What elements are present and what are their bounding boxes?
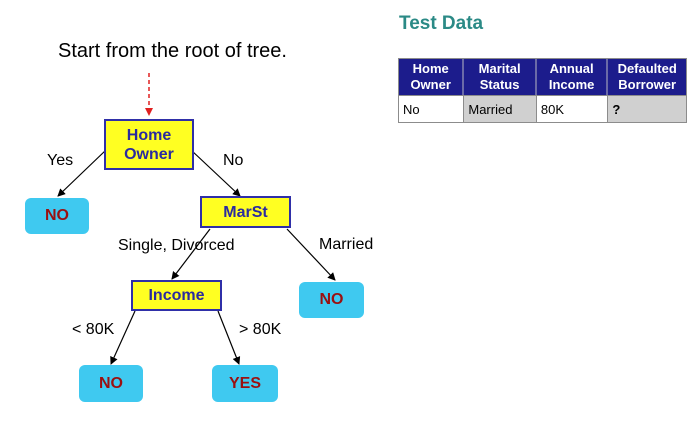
leaf-no-home-owner-yes: NO [25, 198, 89, 234]
leaf-no-income-low: NO [79, 365, 143, 402]
cell-defaulted-borrower: ? [608, 95, 686, 122]
edge-label-lt-80k: < 80K [72, 321, 115, 338]
table-row: No Married 80K ? [399, 95, 686, 122]
edge-label-single-divorced: Single, Divorced [118, 237, 235, 254]
test-data-table: Home Owner Marital Status Annual Income … [398, 58, 687, 123]
node-home-owner: Home Owner [104, 119, 194, 170]
leaf-yes-income-high: YES [212, 365, 278, 402]
column-header-annual-income: Annual Income [536, 59, 609, 95]
column-header-defaulted-borrower: Defaulted Borrower [608, 59, 686, 95]
edge-no [190, 149, 241, 197]
leaf-no-married: NO [299, 282, 364, 318]
column-header-marital-status: Marital Status [464, 59, 537, 95]
table-header-row: Home Owner Marital Status Annual Income … [399, 59, 686, 95]
node-income: Income [131, 280, 222, 311]
test-data-title: Test Data [399, 13, 484, 34]
edge-label-gt-80k: > 80K [239, 321, 282, 338]
cell-annual-income: 80K [536, 95, 609, 122]
edge-yes [57, 149, 107, 197]
cell-home-owner: No [399, 95, 465, 122]
edge-single-divorced [171, 228, 211, 280]
edge-label-yes: Yes [47, 152, 74, 169]
edge-label-married: Married [319, 236, 374, 253]
edge-gt-80k [217, 310, 241, 365]
edge-lt-80k [110, 310, 136, 365]
diagram-caption: Start from the root of tree. [58, 40, 287, 62]
node-marst: MarSt [200, 196, 291, 228]
column-header-home-owner: Home Owner [399, 59, 465, 95]
edge-married [286, 228, 336, 281]
edge-label-no: No [223, 152, 244, 169]
cell-marital-status: Married [464, 95, 537, 122]
